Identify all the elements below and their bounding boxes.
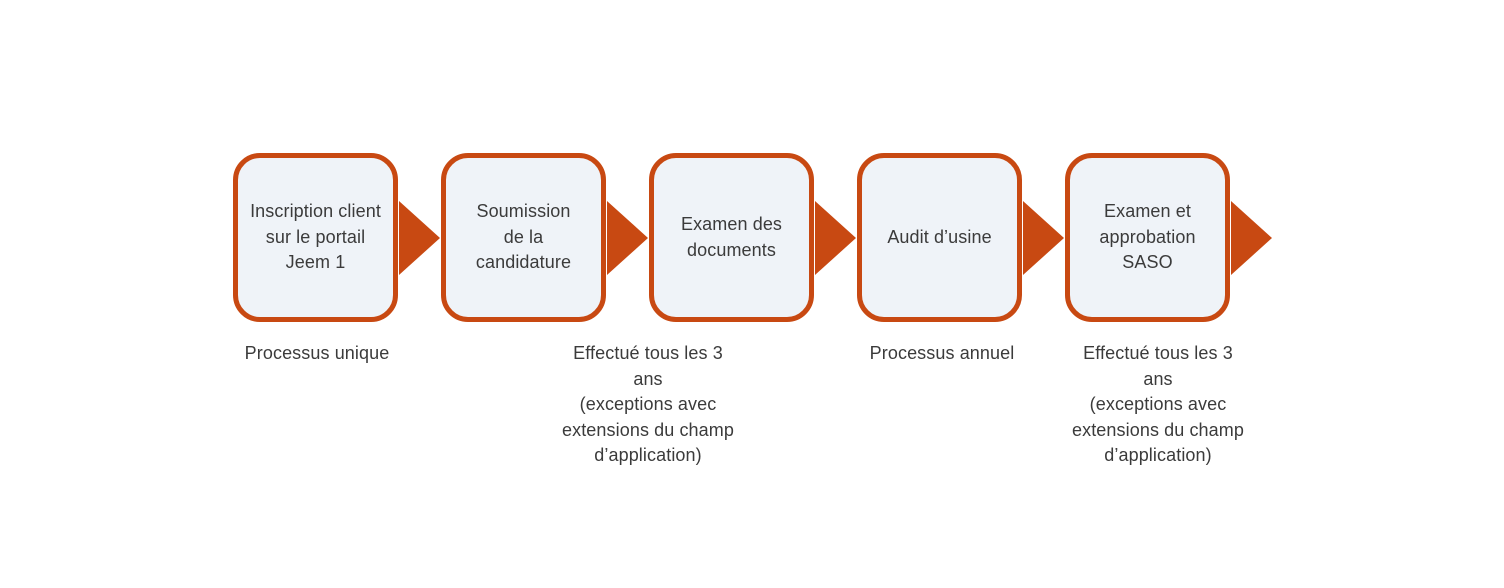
caption-processus-unique: Processus unique	[244, 343, 390, 363]
arrow-right-icon	[1023, 200, 1064, 275]
flow-row: Inscription client sur le portail Jeem 1…	[233, 153, 1273, 322]
flow-step-inscription-client: Inscription client sur le portail Jeem 1	[233, 153, 398, 322]
flow-step-audit-usine: Audit d’usine	[857, 153, 1022, 322]
arrow-right-icon	[399, 200, 440, 275]
arrow-right-icon	[815, 200, 856, 275]
caption-processus-annuel: Processus annuel	[869, 343, 1015, 363]
arrow-right-icon	[607, 200, 648, 275]
arrow-right-icon	[1231, 200, 1272, 275]
flow-step-examen-documents: Examen des documents	[649, 153, 814, 322]
flow-step-examen-approbation-saso: Examen et approbation SASO	[1065, 153, 1230, 322]
caption-effectue-tous-les-3-ans-2: Effectué tous les 3 ans (exceptions avec…	[1071, 343, 1244, 465]
flow-step-soumission-candidature: Soumission de la candidature	[441, 153, 606, 322]
caption-effectue-tous-les-3-ans-1: Effectué tous les 3 ans (exceptions avec…	[561, 343, 734, 465]
